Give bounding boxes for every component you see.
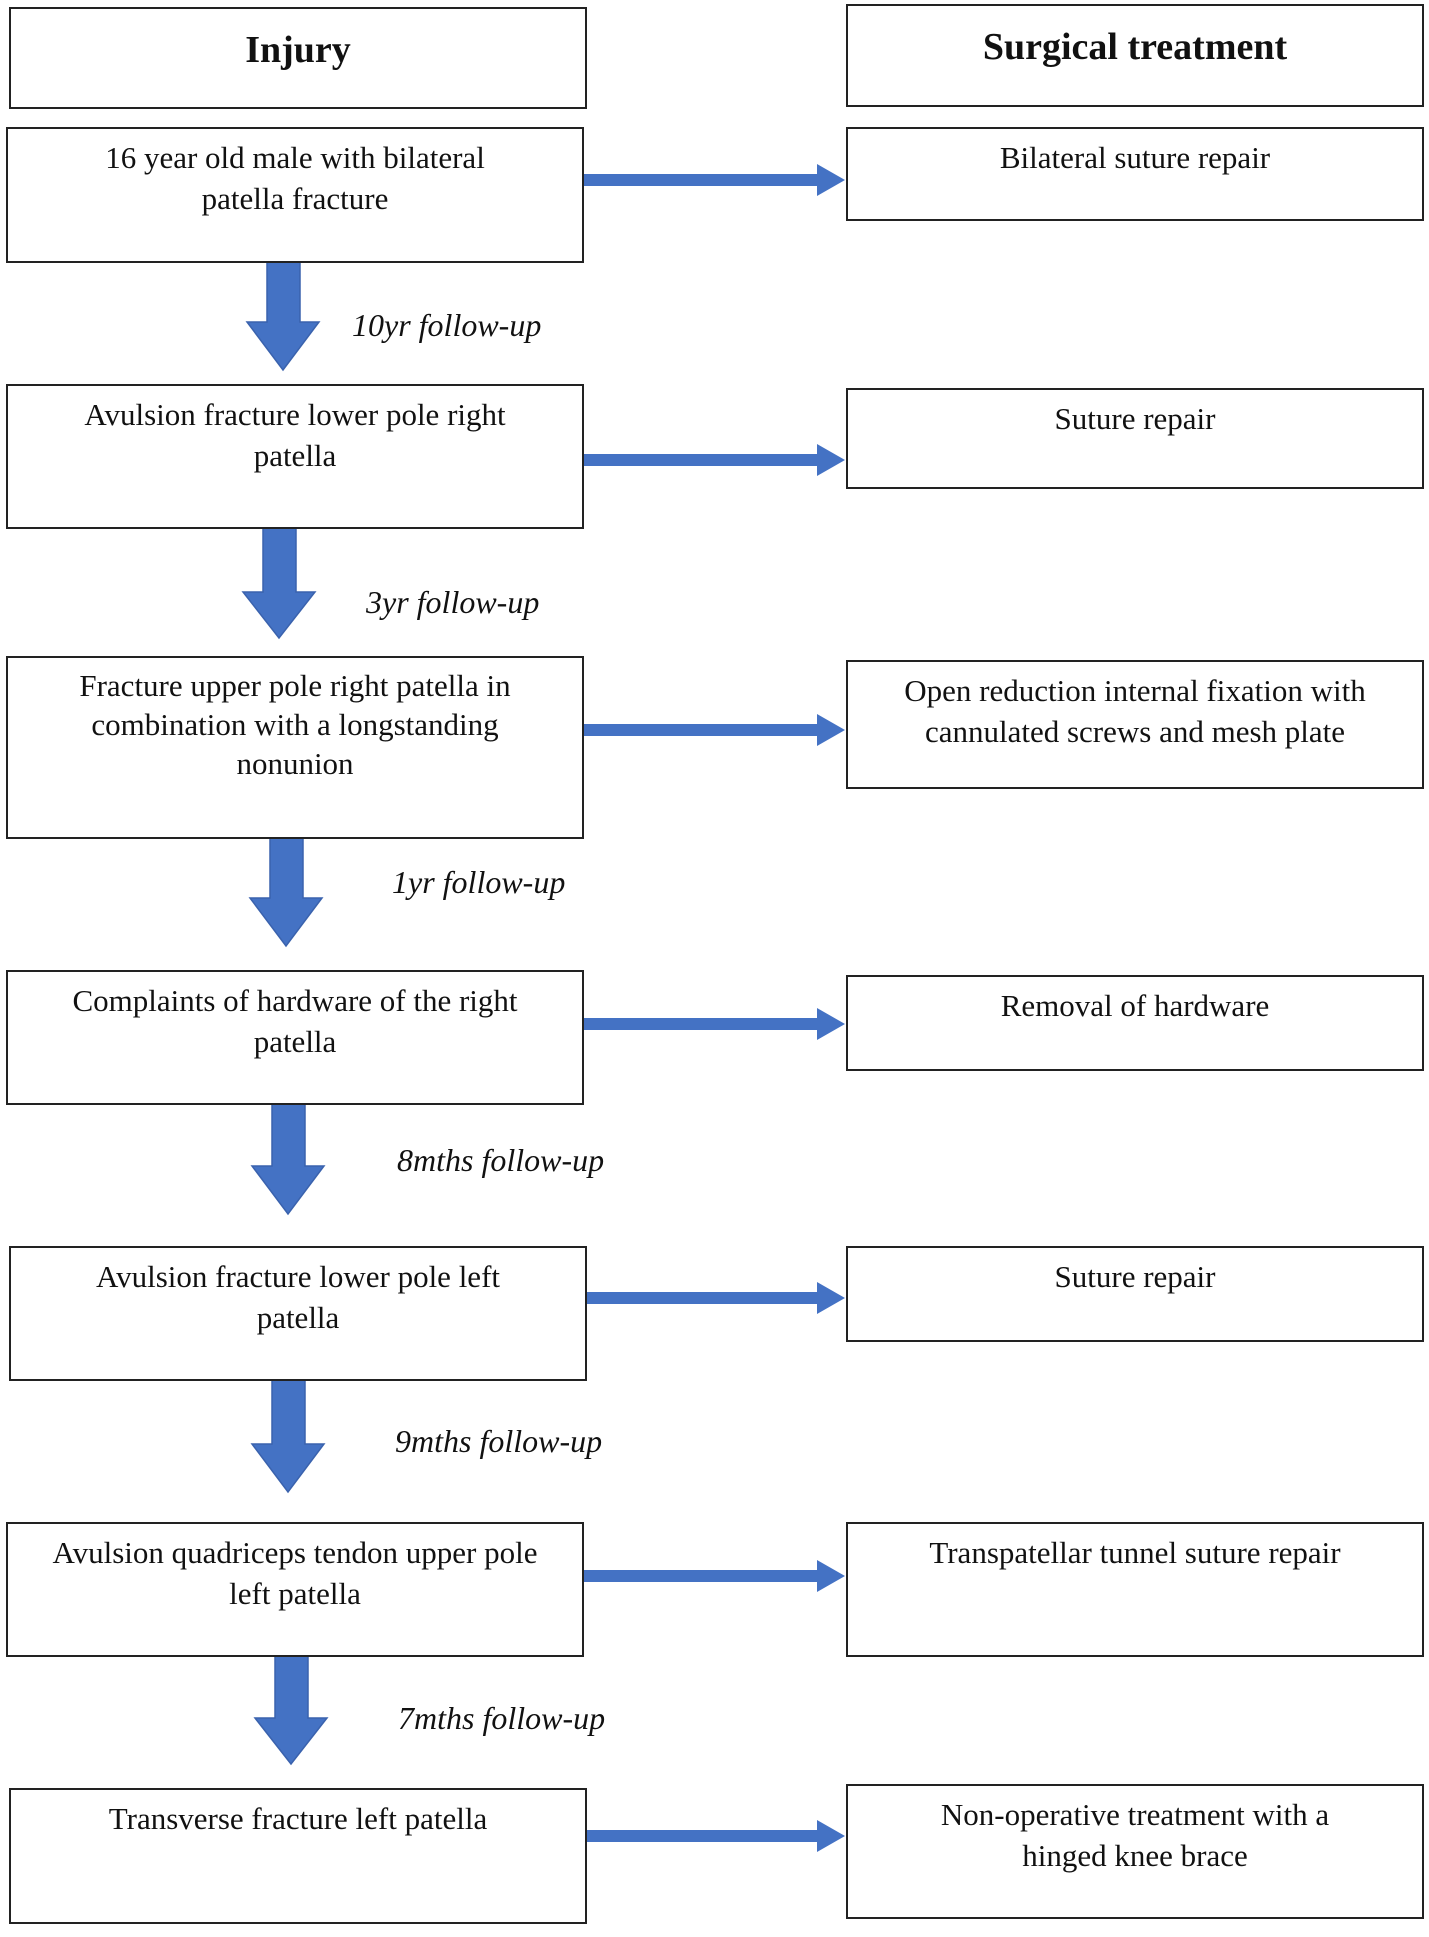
treatment-box-6: Transpatellar tunnel suture repair: [846, 1522, 1424, 1657]
follow-up-label-2: 3yr follow-up: [366, 584, 540, 620]
injury-box-5: Avulsion fracture lower pole left patell…: [9, 1246, 587, 1381]
arrow-injury-4-to-treatment-4: [583, 1008, 845, 1040]
down-arrow-4: [250, 1103, 326, 1216]
down-arrow-2: [241, 527, 317, 640]
injury-box-2: Avulsion fracture lower pole right patel…: [6, 384, 584, 529]
treatment-box-4: Removal of hardware: [846, 975, 1424, 1071]
down-arrow-3: [248, 837, 324, 948]
arrow-injury-6-to-treatment-6: [583, 1560, 845, 1592]
injury-box-6: Avulsion quadriceps tendon upper pole le…: [6, 1522, 584, 1657]
injury-box-1: 16 year old male with bilateral patella …: [6, 127, 584, 263]
arrow-injury-3-to-treatment-3: [583, 714, 845, 746]
down-arrow-1: [245, 261, 321, 372]
injury-box-7: Transverse fracture left patella: [9, 1788, 587, 1924]
treatment-box-5: Suture repair: [846, 1246, 1424, 1342]
follow-up-label-5: 9mths follow-up: [395, 1423, 603, 1459]
treatment-box-3: Open reduction internal fixation with ca…: [846, 660, 1424, 789]
treatment-box-2: Suture repair: [846, 388, 1424, 489]
down-arrow-5: [250, 1379, 326, 1494]
follow-up-label-6: 7mths follow-up: [398, 1700, 606, 1736]
follow-up-label-4: 8mths follow-up: [397, 1142, 605, 1178]
treatment-box-7: Non-operative treatment with a hinged kn…: [846, 1784, 1424, 1919]
injury-header: Injury: [9, 7, 587, 109]
treatment-box-1: Bilateral suture repair: [846, 127, 1424, 221]
follow-up-label-3: 1yr follow-up: [392, 864, 566, 900]
arrow-injury-5-to-treatment-5: [583, 1282, 845, 1314]
follow-up-label-1: 10yr follow-up: [352, 307, 542, 343]
surgical-treatment-header: Surgical treatment: [846, 4, 1424, 107]
injury-box-4: Complaints of hardware of the right pate…: [6, 970, 584, 1105]
arrow-injury-7-to-treatment-7: [583, 1820, 845, 1852]
arrow-injury-1-to-treatment-1: [583, 164, 845, 196]
injury-box-3: Fracture upper pole right patella in com…: [6, 656, 584, 839]
arrow-injury-2-to-treatment-2: [583, 444, 845, 476]
down-arrow-6: [253, 1655, 329, 1766]
